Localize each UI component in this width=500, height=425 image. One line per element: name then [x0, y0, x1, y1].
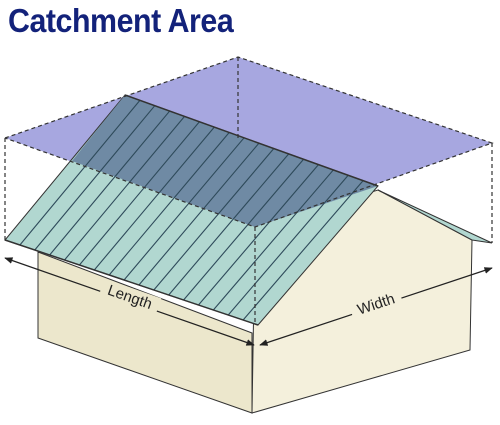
- roof-seam-line: [123, 137, 245, 281]
- catchment-outline: [4, 56, 494, 325]
- roof-right-edge: [377, 189, 493, 244]
- roof-seam-line: [64, 116, 185, 261]
- page-title: Catchment Area: [8, 2, 234, 39]
- roof-seam-line: [49, 110, 171, 256]
- roof-seam-line: [108, 132, 230, 276]
- roof-ridge: [124, 94, 379, 187]
- roof-seam-line: [34, 105, 156, 251]
- roof-seam-line: [78, 121, 200, 266]
- roof-seam-line: [93, 126, 215, 271]
- roof-seam-line: [19, 100, 141, 246]
